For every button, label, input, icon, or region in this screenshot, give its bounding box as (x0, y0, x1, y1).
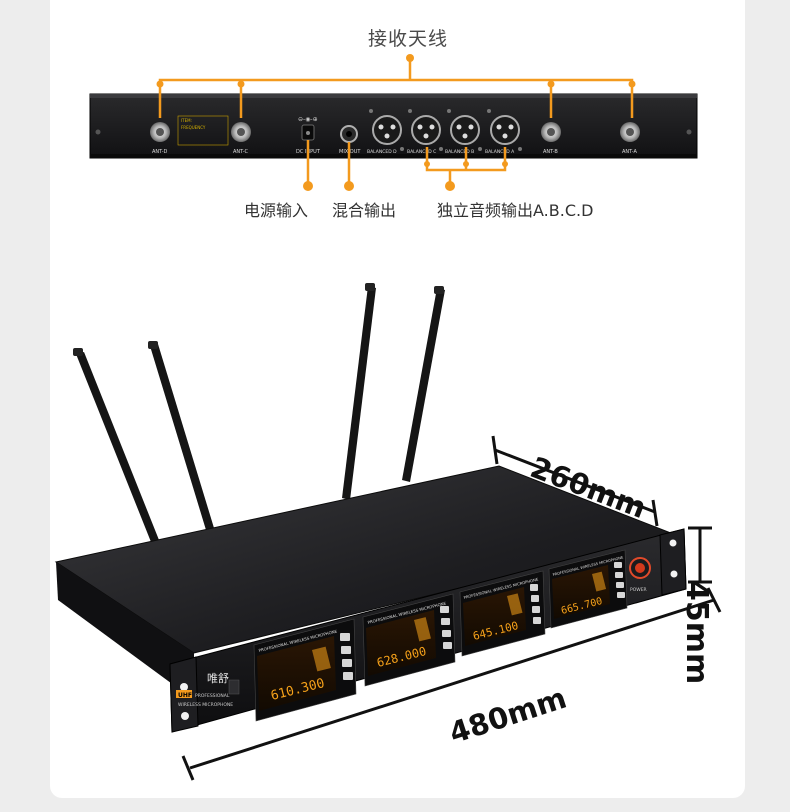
ant-d-label: ANT-D (152, 149, 168, 155)
bal-d-label: BALANCED D (367, 149, 397, 155)
ch4-button-2[interactable] (615, 572, 623, 578)
ch1-button-2[interactable] (341, 646, 351, 654)
xlr-b[interactable]: BALANCED B (445, 109, 482, 155)
channel-module-3: PROFESSIONAL WIRELESS MICROPHONE 645.100 (459, 570, 546, 657)
channel-module-4: PROFESSIONAL WIRELESS MICROPHONE 665.700 (548, 549, 628, 629)
antennas (73, 283, 445, 542)
chassis-side (56, 562, 194, 700)
bal-c-label: BALANCED C (407, 149, 436, 155)
item-label: ITEM: (181, 118, 192, 123)
ch3-button-4[interactable] (533, 617, 541, 624)
ch1-button-4[interactable] (343, 672, 353, 680)
callout-lines (156, 54, 636, 191)
power-button[interactable]: POWER (629, 557, 651, 593)
height-dimension: 45mm (679, 580, 714, 685)
uhf-badge: UHF (178, 692, 192, 699)
power-label: POWER (630, 587, 647, 593)
xlr-d[interactable]: BALANCED D (367, 109, 404, 155)
balanced-output-callout: 独立音频输出A.B.C.D (437, 201, 594, 220)
sub-brand: PROFESSIONAL (195, 693, 230, 699)
dimension-lines (181, 435, 722, 781)
ant-b-label: ANT-B (543, 149, 558, 155)
ant-a-label: ANT-A (622, 149, 637, 155)
ch2-button-4[interactable] (443, 642, 452, 649)
bal-b-label: BALANCED B (445, 149, 474, 155)
ch4-button-3[interactable] (616, 582, 624, 588)
ant-b-connector[interactable]: ANT-B (541, 122, 561, 155)
rear-panel: ITEM: FREQUENCY ANT-D ANT-C ANT-B ANT-A … (89, 93, 698, 159)
antenna-title: 接收天线 (368, 28, 449, 50)
ch3-button-1[interactable] (530, 584, 538, 591)
frequency-label: FREQUENCY (181, 125, 206, 130)
ch3-button-2[interactable] (531, 595, 539, 602)
channel-module-2: PROFESSIONAL WIRELESS MICROPHONE 628.000 (362, 593, 456, 687)
ant-c-connector[interactable]: ANT-C (231, 122, 251, 155)
ch1-button-1[interactable] (340, 633, 350, 641)
mix-output-callout: 混合输出 (332, 201, 397, 220)
ch3-button-3[interactable] (532, 606, 540, 613)
ant-a-connector[interactable]: ANT-A (620, 122, 640, 155)
power-input-callout: 电源输入 (244, 201, 309, 220)
brand-name: 唯舒 (207, 671, 229, 685)
xlr-c[interactable]: BALANCED C (407, 109, 443, 155)
xlr-a[interactable]: BALANCED A (485, 109, 522, 155)
ch2-button-3[interactable] (442, 630, 451, 637)
ant-d-connector[interactable]: ANT-D (150, 122, 170, 155)
channel-module-1: PROFESSIONAL WIRELESS MICROPHONE 610.300 (253, 618, 357, 722)
model-line: WIRELESS MICROPHONE (178, 702, 233, 708)
brand-area: 唯舒 UHF PROFESSIONAL WIRELESS MICROPHONE (176, 671, 240, 708)
ch4-button-1[interactable] (614, 562, 622, 568)
svg-text:⊖-◉-⊕: ⊖-◉-⊕ (298, 116, 318, 123)
ch1-button-3[interactable] (342, 659, 352, 667)
ch2-button-2[interactable] (441, 618, 450, 625)
ch2-button-1[interactable] (440, 606, 449, 613)
ant-c-label: ANT-C (233, 149, 249, 155)
ch4-button-4[interactable] (617, 592, 625, 598)
bal-a-label: BALANCED A (485, 149, 515, 155)
